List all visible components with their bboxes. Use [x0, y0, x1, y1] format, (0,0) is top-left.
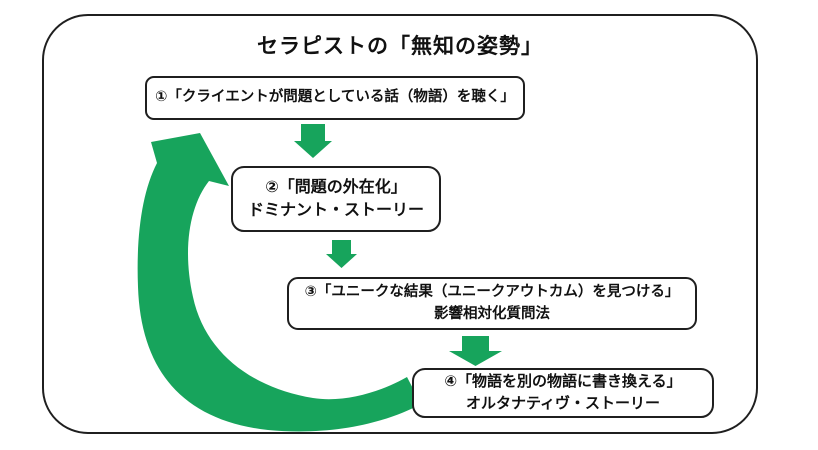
step-3-text-line1: ③「ユニークな結果（ユニークアウトカム）を見つける」	[304, 284, 680, 301]
diagram-title: セラピストの「無知の姿勢」	[257, 35, 543, 58]
step-2-box: ②「問題の外在化」 ドミナント・ストーリー	[231, 166, 441, 232]
step-3-box: ③「ユニークな結果（ユニークアウトカム）を見つける」 影響相対化質問法	[287, 277, 697, 330]
diagram-frame	[42, 14, 758, 434]
step-1-text: ①「クライエントが問題としている話（物語）を聴く」	[155, 89, 515, 106]
step-2-text-line1: ②「問題の外在化」	[265, 178, 407, 196]
step-4-text-line1: ④「物語を別の物語に書き換える」	[444, 373, 682, 391]
step-4-box: ④「物語を別の物語に書き換える」 オルタナティヴ・ストーリー	[412, 368, 714, 418]
step-4-text-line2: オルタナティヴ・ストーリー	[465, 395, 661, 412]
step-3-text-line2: 影響相対化質問法	[434, 305, 550, 322]
step-2-text-line2: ドミナント・ストーリー	[247, 202, 424, 219]
step-1-box: ①「クライエントが問題としている話（物語）を聴く」	[145, 76, 525, 120]
